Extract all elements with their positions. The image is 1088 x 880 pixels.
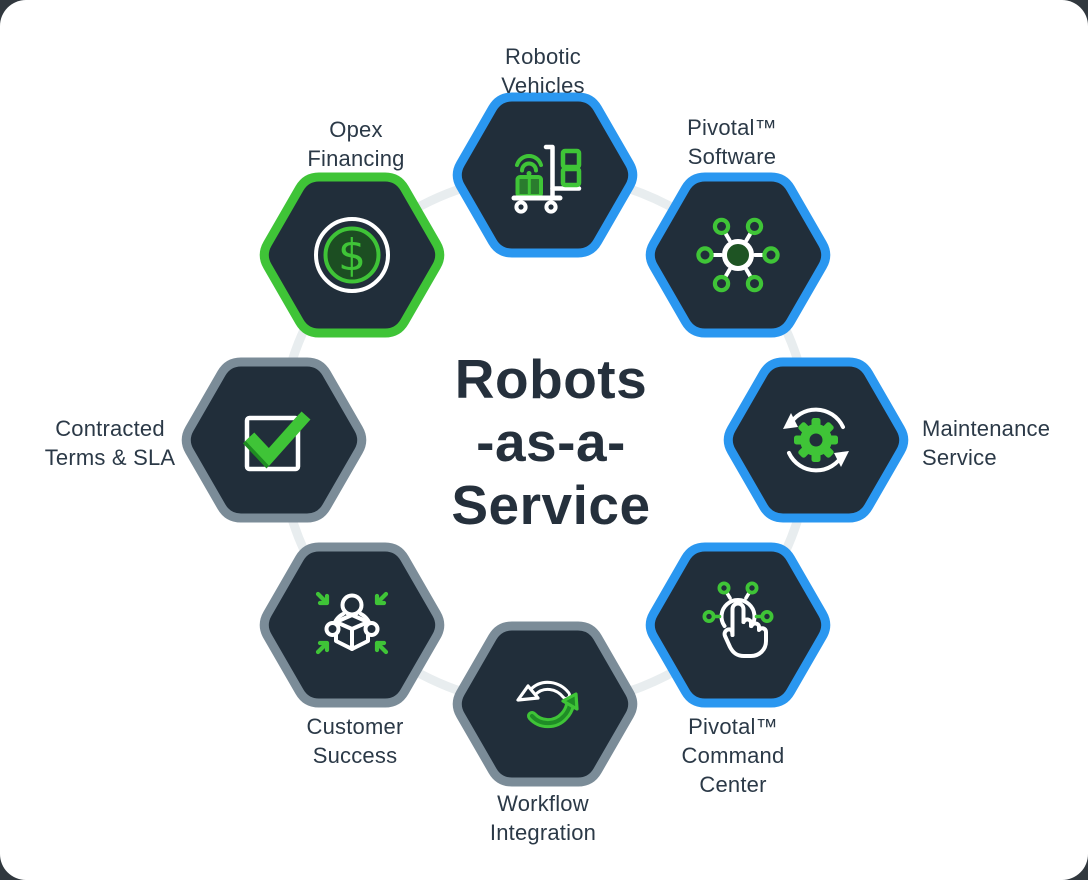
page-title: Robots -as-a- Service	[401, 348, 701, 537]
label-pivotal-software: Pivotal™ Software	[632, 113, 832, 171]
label-line: Success	[312, 743, 398, 768]
title-line: Robots	[454, 348, 648, 410]
label-line: Workflow	[497, 791, 589, 816]
title-line: Service	[451, 474, 651, 536]
label-line: Maintenance	[922, 416, 1051, 441]
hexagon-robotic-vehicles	[445, 87, 645, 263]
label-line: Pivotal™	[687, 115, 777, 140]
label-line: Financing	[307, 146, 405, 171]
hub-network-icon	[696, 217, 780, 293]
hexagon-shape	[645, 542, 831, 708]
hexagon-customer-success	[252, 537, 452, 713]
hexagon-maintenance-service	[716, 352, 916, 528]
hexagon-pivotal-software	[638, 167, 838, 343]
label-contracted-terms-sla: Contracted Terms & SLA	[10, 414, 210, 472]
hexagon-shape	[181, 357, 367, 523]
label-line: Software	[687, 144, 777, 169]
label-maintenance-service: Maintenance Service	[922, 414, 1088, 472]
title-line: -as-a-	[476, 411, 626, 473]
label-line: Integration	[489, 820, 597, 845]
exchange-arrows-icon	[516, 680, 579, 729]
person-package-icon	[315, 591, 389, 655]
label-line: Pivotal™	[688, 714, 778, 739]
dollar-coin-icon: $	[314, 217, 390, 293]
label-line: Center	[699, 772, 767, 797]
label-line: Vehicles	[501, 73, 585, 98]
label-line: Opex	[329, 117, 383, 142]
label-workflow-integration: Workflow Integration	[443, 789, 643, 847]
hexagon-shape	[452, 621, 638, 787]
checkbox-icon	[242, 411, 311, 472]
label-opex-financing: Opex Financing	[256, 115, 456, 173]
hexagon-shape	[452, 92, 638, 258]
gear-sync-icon	[783, 407, 849, 473]
hexagon-opex-financing: $	[252, 167, 452, 343]
hexagon-pivotal-command-center	[638, 537, 838, 713]
label-line: Contracted	[55, 416, 165, 441]
label-line: Customer	[306, 714, 404, 739]
label-line: Service	[922, 445, 997, 470]
dollar-glyph: $	[338, 230, 366, 281]
label-robotic-vehicles: Robotic Vehicles	[443, 42, 643, 100]
label-line: Robotic	[505, 44, 581, 69]
label-pivotal-command-center: Pivotal™ Command Center	[633, 712, 833, 799]
hexagon-shape	[259, 542, 445, 708]
hexagon-contracted-terms-sla	[174, 352, 374, 528]
hexagon-workflow-integration	[445, 616, 645, 792]
label-customer-success: Customer Success	[255, 712, 455, 770]
label-line: Command	[681, 743, 785, 768]
label-line: Terms & SLA	[44, 445, 176, 470]
tap-gesture-icon	[702, 581, 774, 658]
robot-cart-icon	[511, 144, 582, 214]
